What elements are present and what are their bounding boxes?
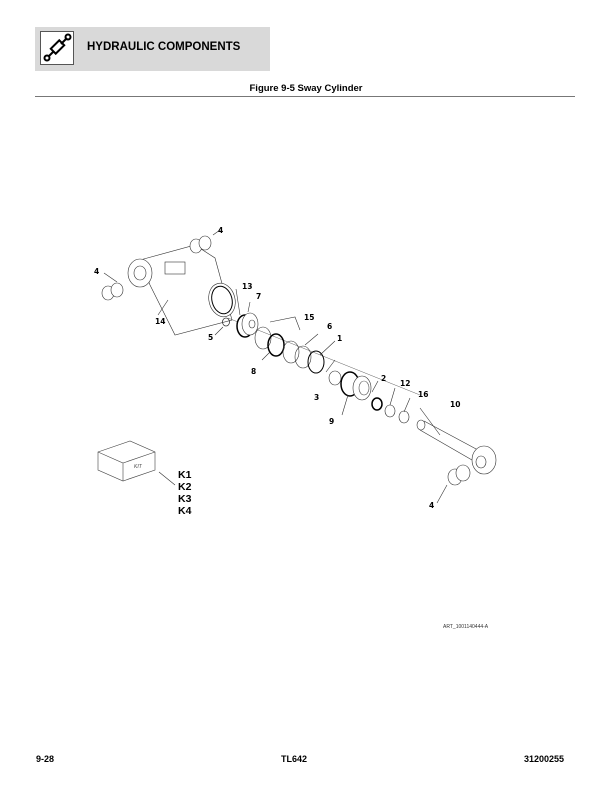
piston-part bbox=[340, 371, 372, 401]
section-title: HYDRAULIC COMPONENTS bbox=[87, 41, 241, 53]
callout-5: 5 bbox=[208, 333, 213, 342]
callout-9: 9 bbox=[329, 417, 334, 426]
callout-7: 7 bbox=[256, 292, 261, 301]
callout-1: 1 bbox=[337, 334, 342, 343]
kit-item: K1 bbox=[178, 469, 192, 481]
kit-item: K4 bbox=[178, 505, 192, 517]
callout-15: 15 bbox=[304, 313, 314, 322]
rod-part bbox=[416, 419, 497, 475]
callout-10: 10 bbox=[450, 400, 460, 409]
art-id: ART_1001140444-A bbox=[443, 624, 489, 630]
callout-16: 16 bbox=[418, 390, 428, 399]
figure-title: Figure 9-5 Sway Cylinder bbox=[249, 83, 363, 94]
kit-box-icon: KIT bbox=[97, 440, 156, 482]
callout-3: 3 bbox=[314, 393, 319, 402]
head-part bbox=[236, 312, 259, 338]
kit-item: K3 bbox=[178, 493, 192, 505]
callout-13: 13 bbox=[242, 282, 252, 291]
callout-8: 8 bbox=[251, 367, 256, 376]
header-divider bbox=[35, 96, 575, 97]
callout-4: 4 bbox=[218, 226, 223, 235]
kit-item: K2 bbox=[178, 481, 192, 493]
svg-text:KIT: KIT bbox=[134, 464, 143, 470]
callout-2: 2 bbox=[381, 374, 386, 383]
bushing-part bbox=[101, 235, 471, 486]
callout-4: 4 bbox=[94, 267, 99, 276]
callout-12: 12 bbox=[400, 379, 410, 388]
callout-4: 4 bbox=[429, 501, 434, 510]
model-number: TL642 bbox=[281, 754, 308, 764]
document-number: 31200255 bbox=[524, 754, 565, 764]
page-number: 9-28 bbox=[36, 754, 55, 764]
callout-6: 6 bbox=[327, 322, 332, 331]
barrel-part bbox=[127, 244, 236, 336]
callout-14: 14 bbox=[155, 317, 165, 326]
hydraulic-cylinder-icon bbox=[40, 31, 74, 65]
section-header: HYDRAULIC COMPONENTS bbox=[35, 27, 270, 71]
